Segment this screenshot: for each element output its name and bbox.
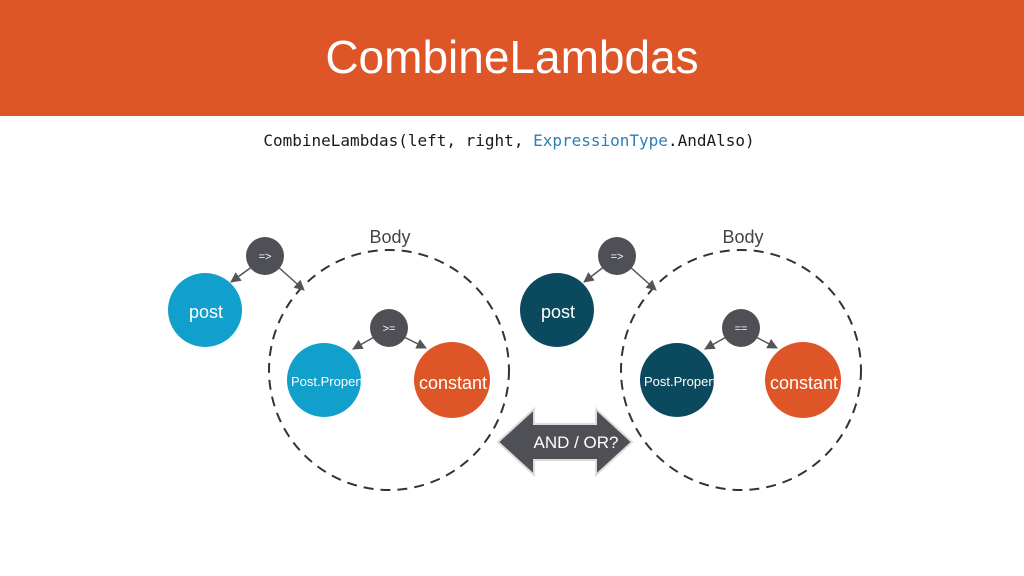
right-edge-lambda-body <box>628 265 657 291</box>
right-edge-compare-const <box>753 335 778 349</box>
left-param-node <box>168 273 242 347</box>
left-expression-tree: Body => post >= Post.Property constant <box>168 227 510 491</box>
right-constant-node <box>765 342 841 418</box>
code-prefix: CombineLambdas(left, right, <box>263 131 534 150</box>
slide-title: CombineLambdas <box>325 31 699 83</box>
right-property-node <box>640 343 714 417</box>
left-property-node <box>287 343 361 417</box>
right-lambda-operator: => <box>611 251 624 263</box>
left-lambda-operator: => <box>259 251 272 263</box>
left-body-label: Body <box>369 227 410 247</box>
and-or-connector: AND / OR? <box>496 406 634 478</box>
right-edge-compare-prop <box>704 335 729 350</box>
left-edge-lambda-body <box>276 265 305 291</box>
left-body-boundary <box>268 249 510 491</box>
left-constant-node <box>414 342 490 418</box>
right-constant-label: constant <box>770 373 838 393</box>
right-property-label: Post.Property <box>644 374 723 389</box>
double-arrow-icon <box>496 406 634 478</box>
left-param-label: post <box>189 302 223 322</box>
right-body-boundary <box>620 249 862 491</box>
left-edge-lambda-param <box>230 265 254 283</box>
code-type-name: ExpressionType <box>533 131 668 150</box>
left-lambda-node <box>246 237 284 275</box>
right-param-label: post <box>541 302 575 322</box>
right-compare-node <box>722 309 760 347</box>
right-compare-operator: == <box>735 323 748 335</box>
connector-label: AND / OR? <box>533 433 618 452</box>
left-edge-compare-prop <box>352 335 377 350</box>
left-edge-compare-const <box>401 335 427 349</box>
right-body-label: Body <box>722 227 763 247</box>
right-lambda-node <box>598 237 636 275</box>
right-expression-tree: Body => post == Post.Property constant <box>520 227 862 491</box>
left-property-label: Post.Property <box>291 374 370 389</box>
title-banner <box>0 0 1024 116</box>
code-suffix: .AndAlso) <box>667 131 755 150</box>
right-param-node <box>520 273 594 347</box>
left-compare-node <box>370 309 408 347</box>
left-constant-label: constant <box>419 373 487 393</box>
left-compare-operator: >= <box>383 323 396 335</box>
right-edge-lambda-param <box>583 265 606 283</box>
code-line: CombineLambdas(left, right, ExpressionTy… <box>0 131 1018 150</box>
